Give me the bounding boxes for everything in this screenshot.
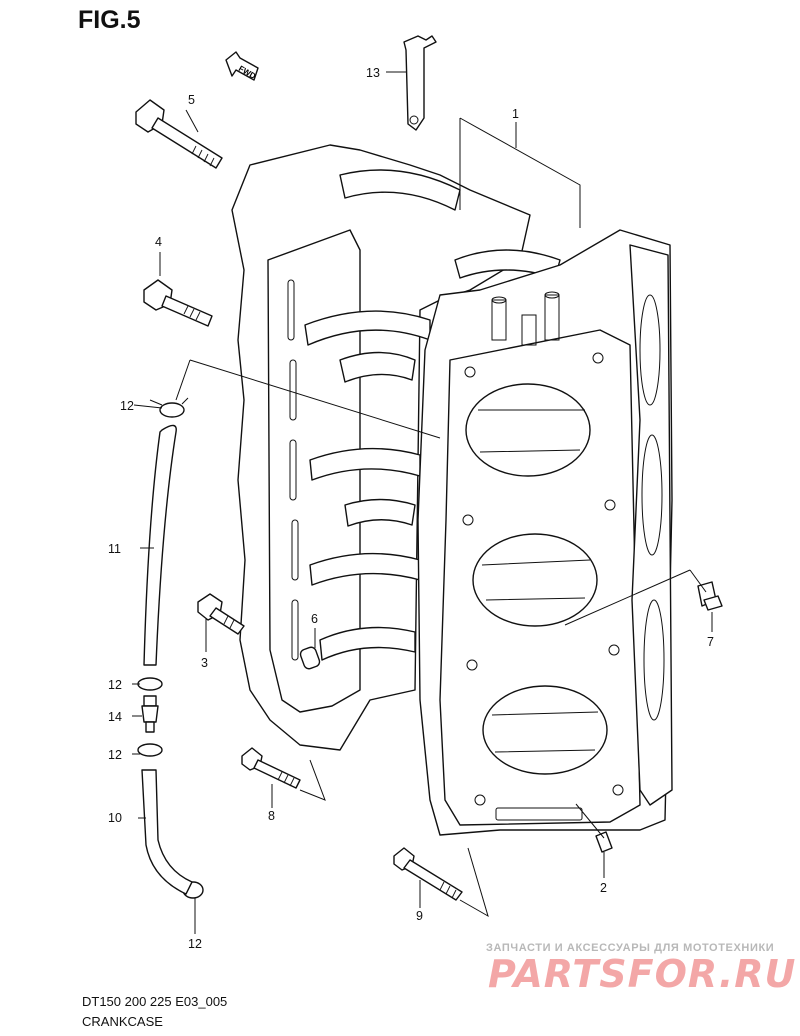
group-name: CRANKCASE <box>82 1014 163 1029</box>
bolt-part-8 <box>241 747 301 789</box>
callout-10: 10 <box>108 811 122 825</box>
callout-3: 3 <box>201 656 208 670</box>
main-bearing-journals <box>304 169 561 661</box>
hose-clamp-mid-2 <box>137 743 163 757</box>
callout-14: 14 <box>108 710 122 724</box>
callout-12-top: 12 <box>120 399 134 413</box>
watermark-logo: PARTSFOR.RU <box>488 952 797 996</box>
callout-5: 5 <box>188 93 195 107</box>
model-code: DT150 200 225 E03_005 <box>82 994 228 1009</box>
cylinder-bores <box>465 383 608 775</box>
callout-12-mid2: 12 <box>108 748 122 762</box>
figure-title: FIG.5 <box>78 6 141 34</box>
bolt-part-3 <box>197 593 245 635</box>
crankcase-assembly <box>231 144 673 836</box>
callout-1: 1 <box>512 107 519 121</box>
callout-7: 7 <box>707 635 714 649</box>
hose-clamp-mid-1 <box>137 677 163 691</box>
callout-4: 4 <box>155 235 162 249</box>
hose-clamp-top <box>149 397 189 418</box>
bolt-part-9 <box>393 847 463 901</box>
callout-12-mid1: 12 <box>108 678 122 692</box>
plug-part-2 <box>595 831 613 853</box>
callout-12-bottom: 12 <box>188 937 202 951</box>
hose-part-11 <box>143 424 177 666</box>
fwd-arrow-icon: FWD <box>225 51 259 81</box>
hose-part-10 <box>141 769 193 895</box>
callout-8: 8 <box>268 809 275 823</box>
hose-joint-part-14 <box>141 695 159 733</box>
leader-lines <box>132 71 713 934</box>
callout-2: 2 <box>600 881 607 895</box>
bolt-part-4 <box>143 279 213 327</box>
callout-13: 13 <box>366 66 380 80</box>
callout-labels: 1 2 3 4 5 6 7 8 9 10 11 12 12 12 12 13 1… <box>108 66 714 951</box>
bolt-part-5 <box>135 99 223 169</box>
callout-6: 6 <box>311 612 318 626</box>
bracket-part-13 <box>403 35 437 131</box>
callout-11: 11 <box>108 542 121 556</box>
watermark-tagline: ЗАПЧАСТИ И АКСЕССУАРЫ ДЛЯ МОТОТЕХНИКИ <box>486 942 775 954</box>
callout-9: 9 <box>416 909 423 923</box>
